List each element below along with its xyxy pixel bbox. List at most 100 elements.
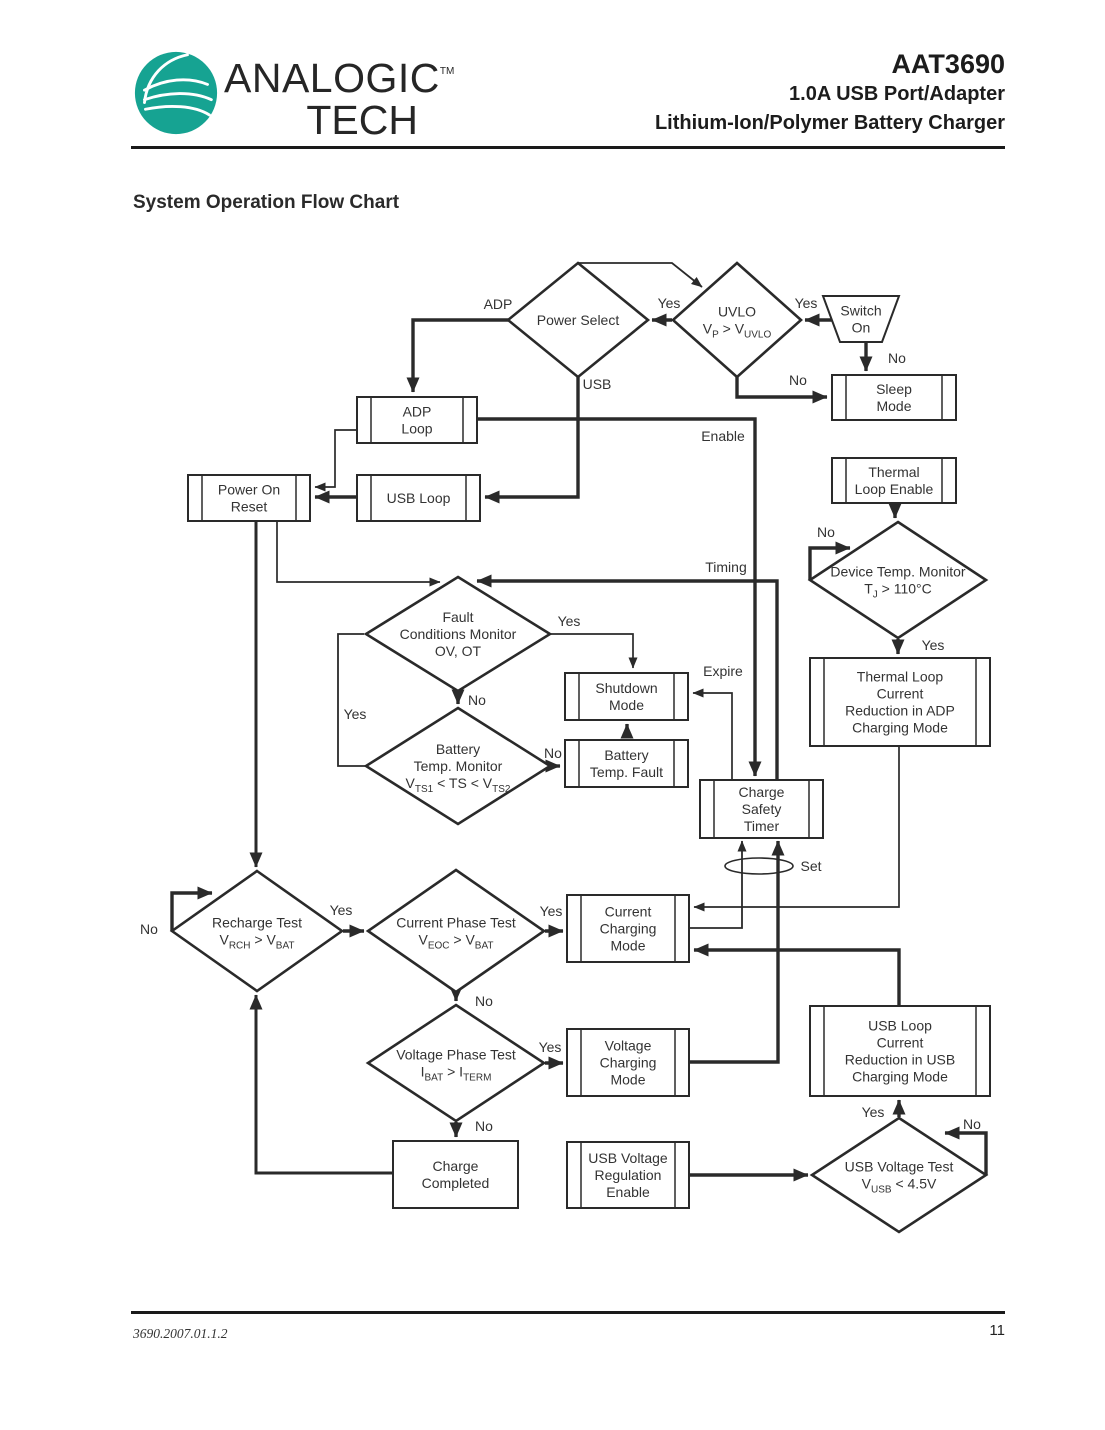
flow-label-yes-18: Yes: [540, 903, 563, 919]
flow-label-yes-17: Yes: [330, 902, 353, 918]
document-code: 3690.2007.01.1.2: [133, 1326, 228, 1341]
flow-label-no-19: No: [475, 993, 493, 1009]
decision-shape: [809, 1116, 989, 1234]
flow-label-no-5: No: [789, 372, 807, 388]
process-shape: [564, 739, 689, 788]
process-shape: [699, 779, 824, 839]
process-shape: [566, 1028, 690, 1097]
flow-edge-por-to-fault: [276, 521, 441, 587]
flow-edge-battery-yes-loop: [337, 633, 366, 767]
flow-label-no-8: No: [817, 524, 835, 540]
manual-input-shape: [821, 295, 901, 343]
process-shape: [356, 474, 481, 522]
flow-label-yes-2: Yes: [658, 295, 681, 311]
flow-label-yes-9: Yes: [922, 637, 945, 653]
flow-edge-current-charging-set: [689, 840, 747, 929]
process-shape: [187, 474, 311, 522]
flow-label-no-13: No: [544, 745, 562, 761]
flow-label-yes-10: Yes: [558, 613, 581, 629]
node-label-usb-loop: USB Loop: [387, 490, 451, 506]
decision-shape: [365, 868, 547, 994]
flow-edge-usb-test-no-loop: [944, 1126, 988, 1175]
flow-label-yes-22: Yes: [862, 1104, 885, 1120]
flow-edge-uvlo-no-to-sleep: [735, 377, 828, 404]
document-header: AAT3690 1.0A USB Port/Adapter Lithium-Io…: [655, 48, 1005, 138]
part-subtitle-2: Lithium-Ion/Polymer Battery Charger: [654, 112, 1005, 134]
brand-name-top: ANALOGIC: [224, 55, 440, 101]
flow-label-yes-3: Yes: [795, 295, 818, 311]
flow-label-enable-6: Enable: [701, 428, 745, 444]
header-rule: [131, 146, 1005, 149]
brand-logo-icon: [134, 51, 218, 135]
decision-shape: [363, 575, 553, 693]
footer-rule: [131, 1311, 1005, 1314]
flow-label-no-21: No: [475, 1118, 493, 1134]
flow-edge-usb-branch: [484, 377, 580, 504]
flow-edge-device-no-loop: [808, 541, 851, 580]
process-shape: [809, 657, 991, 747]
decision-shape: [365, 1003, 547, 1123]
flow-edge-adp-loop-to-por: [314, 429, 357, 492]
decision-shape: [169, 869, 345, 993]
part-number: AAT3690: [891, 49, 1005, 79]
decision-shape: [671, 261, 803, 379]
flow-label-yes-20: Yes: [539, 1039, 562, 1055]
process-shape: [566, 1141, 690, 1209]
flow-node-power-select: Power Select: [505, 261, 651, 379]
flow-edge-timer-timing-to-fault: [476, 574, 779, 780]
flow-edge-power-select-to-uvlo: [578, 262, 703, 288]
brand-wordmark: ANALOGICTM TECH: [224, 50, 454, 143]
process-shape: [566, 894, 690, 963]
flow-label-no-23: No: [963, 1116, 981, 1132]
flow-edge-completed-to-recharge: [249, 994, 393, 1175]
page-number: 11: [989, 1322, 1005, 1339]
flow-edge-fault-yes-to-shutdown: [550, 633, 638, 669]
flow-label-usb-1: USB: [583, 376, 612, 392]
decision-shape: [807, 520, 989, 640]
flow-label-no-4: No: [888, 350, 906, 366]
process-shape: [564, 672, 689, 721]
brand-name-bottom: TECH: [306, 97, 418, 143]
process-shape: [831, 374, 957, 421]
flow-edge-usb-reduction-to-ccm: [693, 943, 901, 1005]
process-shape: [831, 457, 957, 504]
decision-shape: [363, 706, 553, 826]
flow-edge-adp-loop-enable-to-timer: [477, 417, 762, 777]
flow-label-yes-12: Yes: [344, 706, 367, 722]
